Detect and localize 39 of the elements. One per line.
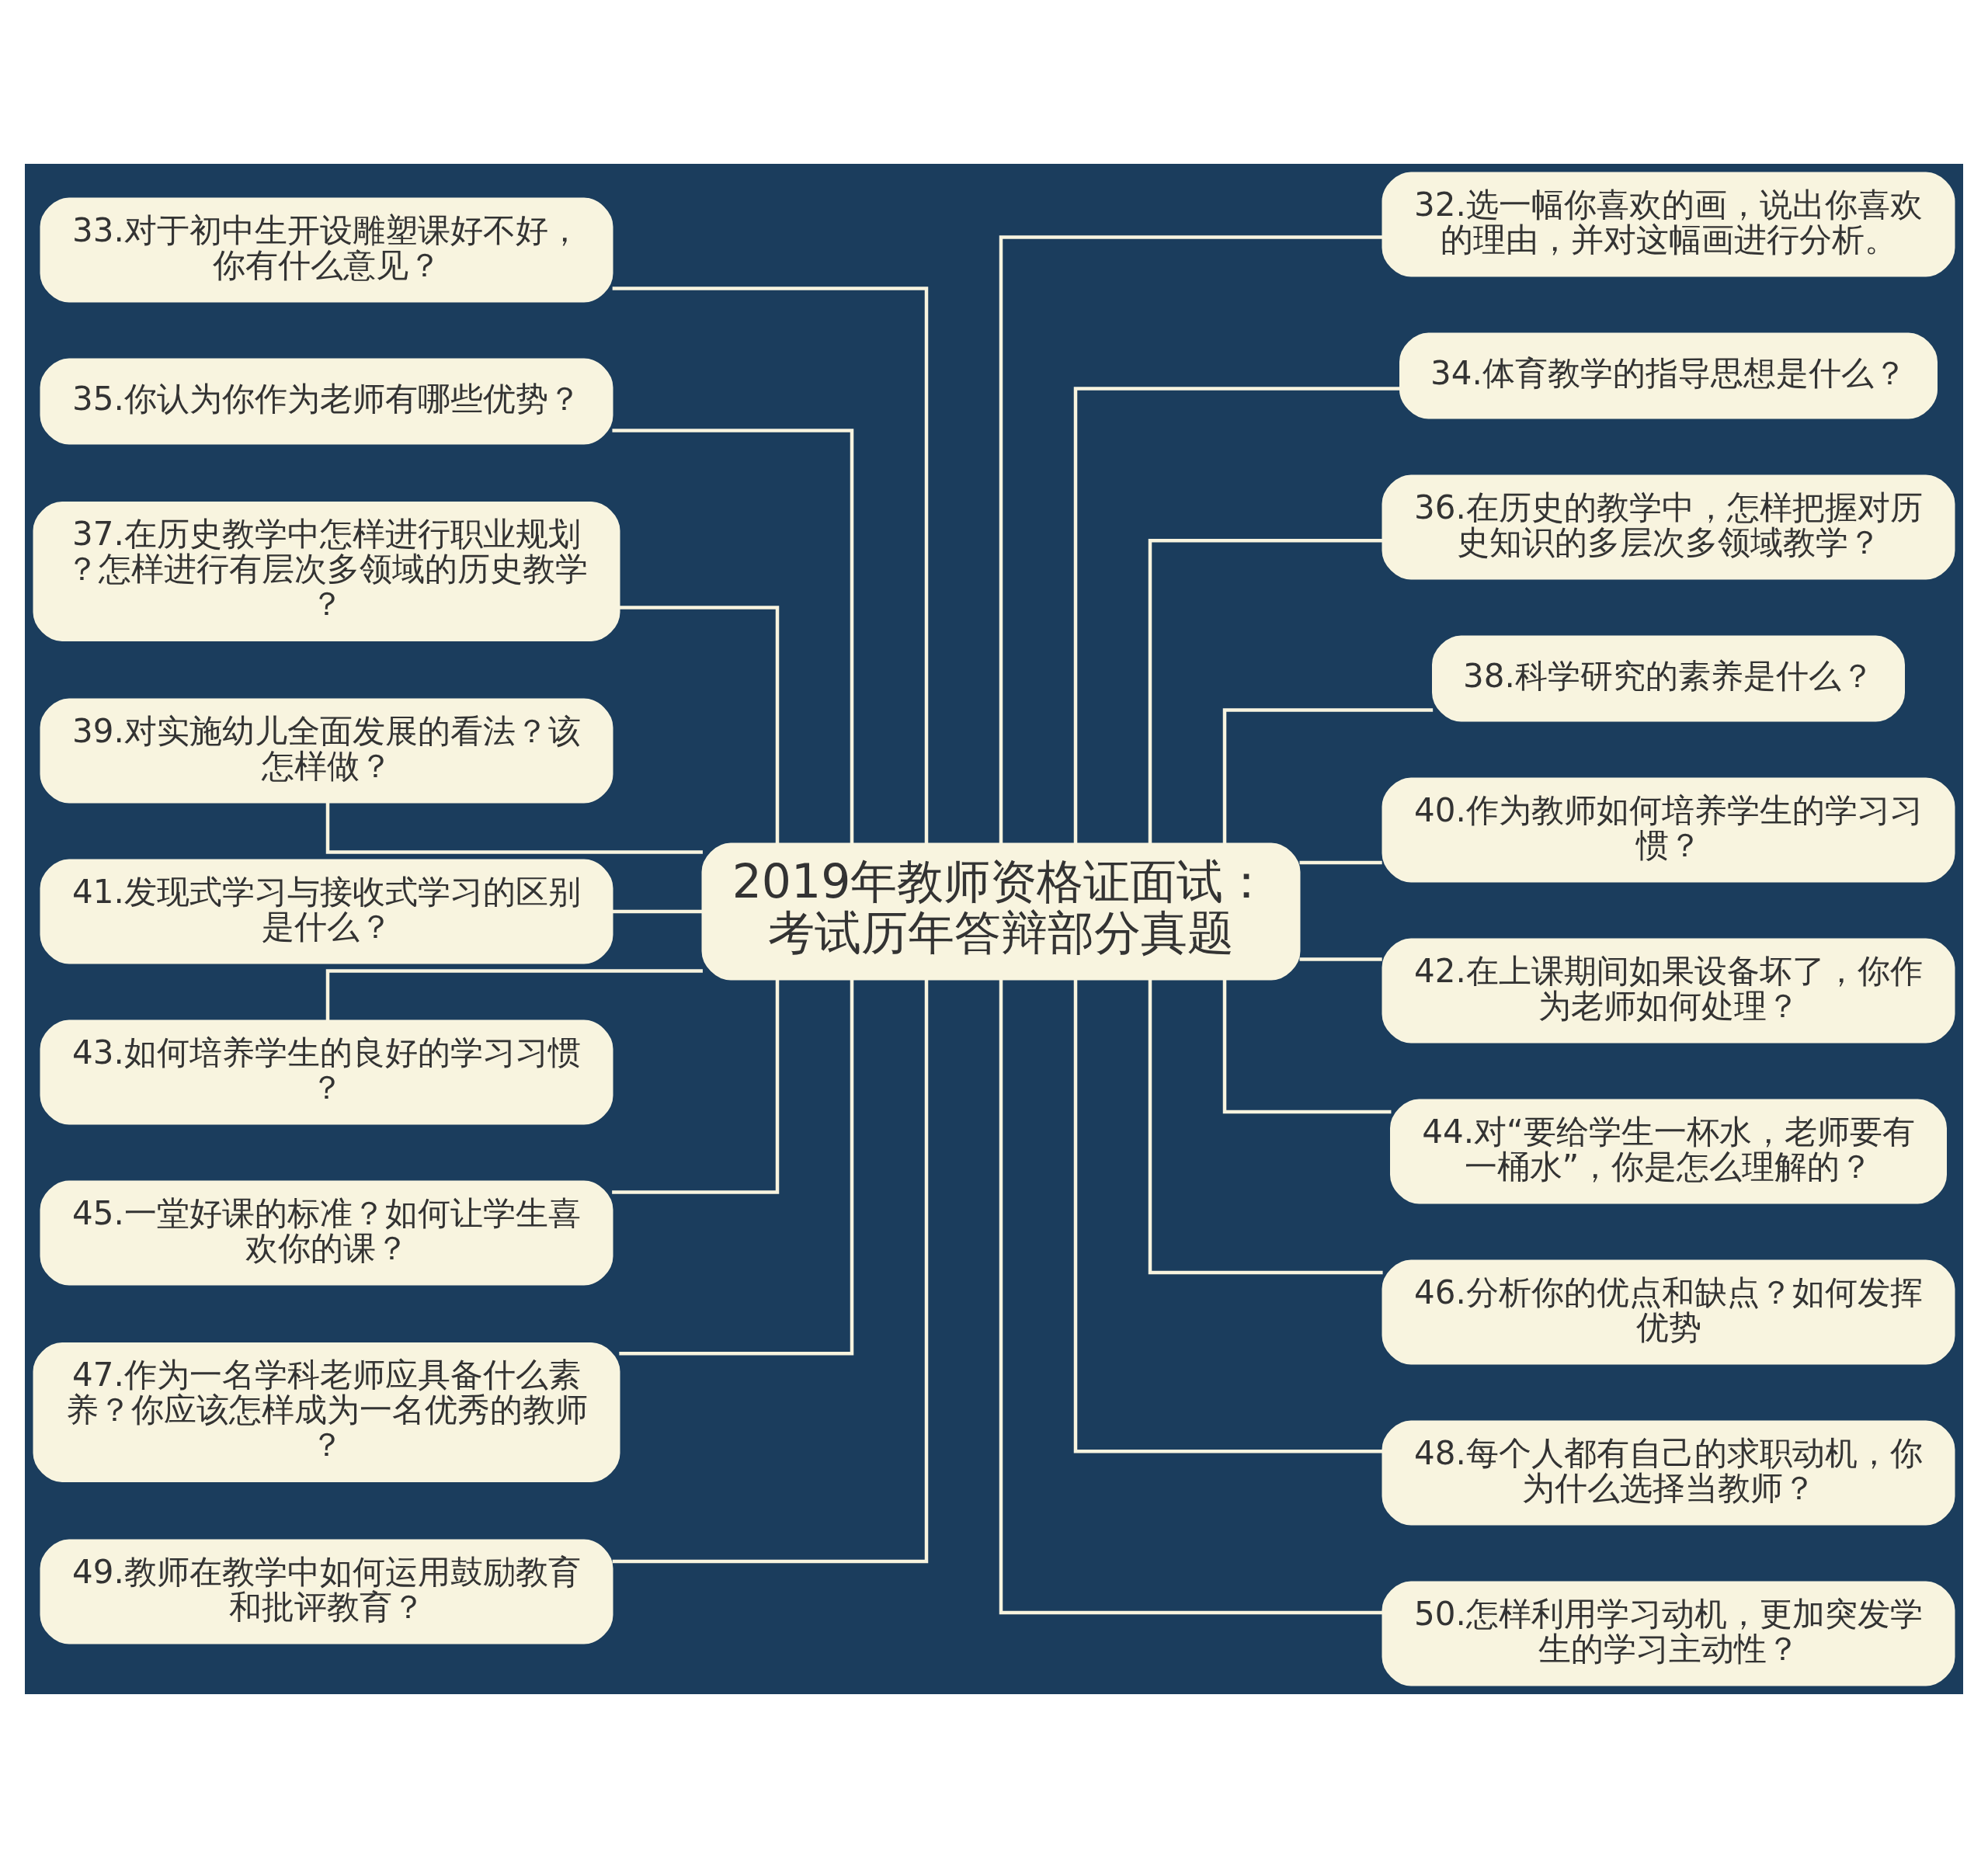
connector: [1222, 708, 1434, 844]
node-box: 36.在历史的教学中，怎样把握对历史知识的多层次多领域教学？: [1382, 474, 1955, 580]
connector: [612, 429, 854, 844]
connector: [325, 802, 703, 854]
node-box: 49.教师在教学中如何运用鼓励教育和批评教育？: [40, 1539, 613, 1644]
node-box: 37.在历史教学中怎样进行职业规划？怎样进行有层次多领域的历史教学？: [33, 502, 620, 641]
node-box: 34.体育教学的指导思想是什么？: [1399, 332, 1938, 419]
node-box: 35.你认为你作为老师有哪些优势？: [40, 358, 613, 445]
node-box: 32.选一幅你喜欢的画，说出你喜欢的理由，并对这幅画进行分析。: [1382, 172, 1955, 277]
node-box: 33.对于初中生开设雕塑课好不好，你有什么意见？: [40, 197, 613, 303]
node-box: 46.分析你的优点和缺点？如何发挥优势: [1382, 1259, 1955, 1365]
node-box: 43.如何培养学生的良好的学习习惯？: [40, 1019, 613, 1125]
node-box: 38.科学研究的素养是什么？: [1432, 635, 1905, 722]
connector: [1073, 980, 1383, 1453]
node-box: 39.对实施幼儿全面发展的看法？该怎样做？: [40, 698, 613, 804]
node-box: 47.作为一名学科老师应具备什么素养？你应该怎样成为一名优秀的教师？: [33, 1342, 620, 1482]
node-box: 45.一堂好课的标准？如何让学生喜欢你的课？: [40, 1180, 613, 1286]
connector: [1148, 979, 1383, 1275]
connector: [1222, 979, 1392, 1114]
connector: [1299, 957, 1382, 961]
connector: [619, 979, 854, 1356]
node-box: 48.每个人都有自己的求职动机，你为什么选择当教师？: [1382, 1420, 1955, 1526]
connector: [999, 235, 1383, 844]
connector: [612, 287, 929, 844]
connector: [612, 979, 780, 1194]
node-box: 40.作为教师如何培养学生的学习习惯？: [1382, 777, 1955, 883]
connector: [612, 979, 929, 1564]
connector: [1073, 387, 1400, 843]
connector: [612, 909, 703, 914]
connector: [999, 979, 1383, 1615]
node-box: 41.发现式学习与接收式学习的区别是什么？: [40, 859, 613, 964]
node-box: 50.怎样利用学习动机，更加突发学生的学习主动性？: [1382, 1581, 1955, 1686]
node-box: 42.在上课期间如果设备坏了，你作为老师如何处理？: [1382, 938, 1955, 1044]
connector: [1148, 539, 1383, 844]
node-box: 44.对“要给学生一杯水，老师要有一桶水”，你是怎么理解的？: [1390, 1099, 1947, 1204]
connector: [1299, 860, 1382, 865]
connector: [325, 969, 703, 1021]
connector: [619, 606, 780, 844]
node-box: 2019年教师资格证面试：考试历年答辩部分真题: [701, 842, 1301, 981]
